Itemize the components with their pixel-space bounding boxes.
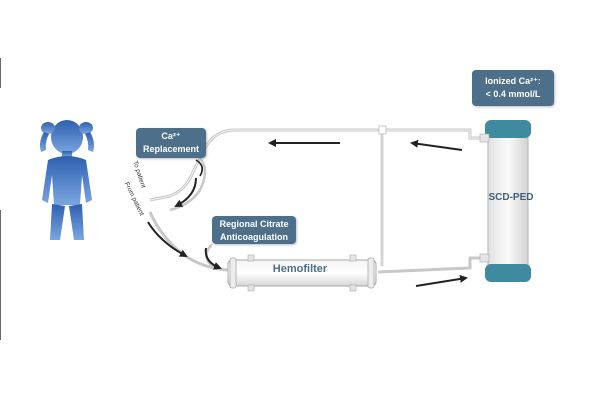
- flow-arrow-from-patient: [147, 221, 188, 257]
- left-edge-line-bottom: [0, 210, 1, 340]
- hemofilter-label: Hemofilter: [272, 263, 328, 275]
- regional-citrate-line1: Regional Citrate: [219, 219, 289, 229]
- scd-ped-label: SCD-PED: [488, 192, 534, 203]
- ionized-calcium-label: Ionized Ca²⁺: < 0.4 mmol/L: [472, 70, 554, 106]
- flow-arrow-ca: [195, 159, 204, 177]
- regional-citrate-line2: Anticoagulation: [220, 232, 288, 242]
- ionized-line2: < 0.4 mmol/L: [485, 89, 541, 99]
- ca-replacement-label: Ca²⁺ Replacement: [136, 128, 206, 158]
- ca-replacement-line2: Replacement: [142, 144, 200, 154]
- flow-arrow-citrate: [204, 247, 222, 270]
- regional-citrate-label: Regional Citrate Anticoagulation: [212, 216, 296, 244]
- flow-arrow-scd-out: [410, 139, 463, 151]
- ionized-line1: Ionized Ca²⁺:: [485, 76, 541, 86]
- hemofilter-cartridge-icon: [227, 254, 377, 292]
- flow-arrow-scd-in: [415, 274, 468, 287]
- left-edge-line-top: [0, 58, 1, 88]
- citrate-line: [205, 243, 229, 272]
- connector-clip: [378, 125, 387, 135]
- scd-cartridge-icon: [479, 120, 531, 282]
- flow-arrow-to-patient: [174, 177, 197, 207]
- child-silhouette-icon: [40, 120, 94, 240]
- ca-replacement-line1: Ca²⁺: [161, 131, 181, 141]
- filter-to-scd-line: [377, 256, 488, 274]
